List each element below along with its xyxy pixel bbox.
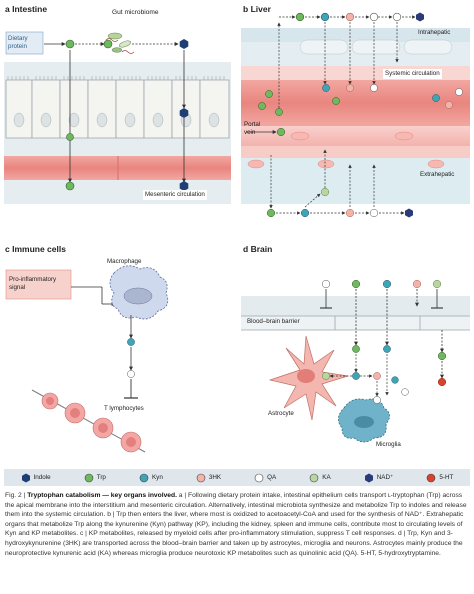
panel-a-intestine (4, 31, 231, 204)
legend-symbol-circle (254, 473, 264, 482)
astrocyte-label: Astrocyte (268, 410, 294, 417)
legend-item-3hk: 3HK (196, 473, 221, 483)
legend-item-ka: KA (309, 473, 331, 483)
panel-d-title: d Brain (243, 244, 273, 254)
t-lymphocytes-label: T lymphocytes (104, 405, 144, 412)
gut-microbiome-bacteria (105, 32, 135, 54)
legend-symbol-circle (139, 473, 149, 482)
microvilli (7, 76, 225, 80)
legend-symbol-circle (196, 473, 206, 482)
legend-label: QA (267, 474, 277, 481)
legend: Indole Trp Kyn 3HK QA KA NAD⁺ 5-HT (4, 469, 470, 486)
panel-d-brain (241, 279, 470, 443)
liver-cells (299, 39, 453, 55)
epithelial-cells (5, 79, 230, 139)
panel-c-title: c Immune cells (5, 244, 66, 254)
t-lymphocytes (31, 389, 146, 453)
legend-symbol-circle (427, 473, 436, 482)
dietary-protein-label: Dietary protein (8, 35, 28, 50)
panel-c-immune-cells (5, 265, 169, 453)
legend-item-trp: Trp (84, 473, 106, 483)
legend-label: Kyn (151, 474, 163, 481)
gut-microbiome-label: Gut microbiome (112, 9, 159, 16)
legend-label: Trp (96, 474, 106, 481)
legend-symbol-circle (309, 473, 319, 482)
legend-label: Indole (33, 474, 51, 481)
caption-figure: Fig. 2 | (5, 492, 28, 499)
rbc (247, 131, 445, 169)
legend-item-nad-: NAD⁺ (364, 473, 394, 483)
legend-symbol-circle (84, 473, 94, 482)
legend-item-indole: Indole (21, 473, 51, 483)
legend-symbol-hexagon (364, 473, 373, 482)
systemic-circulation-label: Systemic circulation (383, 69, 442, 79)
panel-b-liver (241, 12, 470, 218)
panel-a-title: a Intestine (5, 4, 48, 14)
portal-vein-label: Portal vein (244, 121, 261, 136)
legend-label: NAD⁺ (376, 474, 394, 481)
dietary-protein-box (5, 31, 44, 55)
microglia-label: Microglia (376, 441, 401, 448)
extrahepatic-label: Extrahepatic (420, 171, 455, 178)
legend-item-5-ht: 5-HT (426, 473, 453, 483)
pro-inflammatory-box (5, 269, 72, 300)
macrophage-label: Macrophage (107, 258, 142, 265)
pro-inflammatory-label: Pro-inflammatory signal (9, 276, 57, 291)
legend-item-qa: QA (254, 473, 276, 483)
mesenteric-circulation-label: Mesenteric circulation (143, 190, 207, 200)
caption-text: a | Following dietary protein intake, in… (5, 492, 467, 557)
panel-b-title: b Liver (243, 4, 271, 14)
caption-title: Tryptophan catabolism — key organs invol… (27, 492, 177, 499)
legend-label: 3HK (208, 474, 222, 481)
legend-label: 5-HT (439, 474, 454, 481)
intrahepatic-label: Intrahepatic (418, 29, 451, 36)
legend-item-kyn: Kyn (139, 473, 163, 483)
legend-symbol-hexagon (21, 473, 30, 482)
bbb-label: Blood–brain barrier (247, 318, 300, 325)
legend-label: KA (322, 474, 331, 481)
figure-caption: Fig. 2 | Tryptophan catabolism — key org… (5, 491, 469, 558)
